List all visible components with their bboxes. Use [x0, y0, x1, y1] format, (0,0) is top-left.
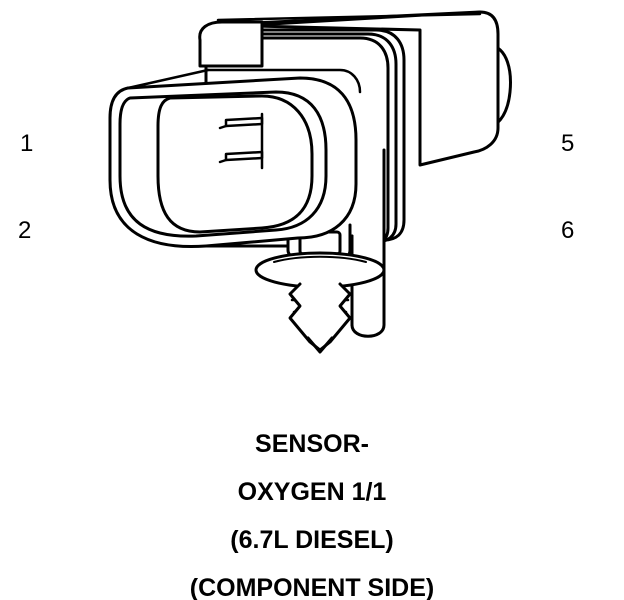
terminal-pin-lower-tip [218, 158, 228, 164]
connector-top-rim [206, 68, 362, 94]
tip [306, 336, 334, 354]
housing-left-back [198, 20, 264, 68]
pin-label-5: 5 [561, 130, 575, 157]
rear-housing [210, 10, 500, 167]
caption-line-2: OXYGEN 1/1 [237, 478, 387, 506]
pin-label-1: 1 [20, 130, 34, 157]
thread-body [288, 282, 352, 352]
pin-label-6: 6 [561, 217, 575, 244]
caption-line-4: (COMPONENT SIDE) [189, 574, 435, 600]
connector-cavity [156, 94, 314, 234]
terminal-pin-upper [224, 116, 264, 128]
terminal-pin-upper-tip [218, 124, 228, 130]
oxygen-sensor-connector-illustration [108, 10, 512, 354]
washer [254, 251, 386, 289]
connector-top-edge [126, 68, 210, 90]
caption-line-1: SENSOR- [255, 430, 369, 458]
washer-inner [273, 255, 367, 263]
terminal-pin-lower [224, 150, 264, 162]
pin-label-2: 2 [18, 217, 32, 244]
terminal-pins [218, 112, 264, 170]
diagram-caption: SENSOR- OXYGEN 1/1 (6.7L DIESEL) (COMPON… [0, 420, 624, 600]
caption-line-3: (6.7L DIESEL) [230, 526, 394, 554]
